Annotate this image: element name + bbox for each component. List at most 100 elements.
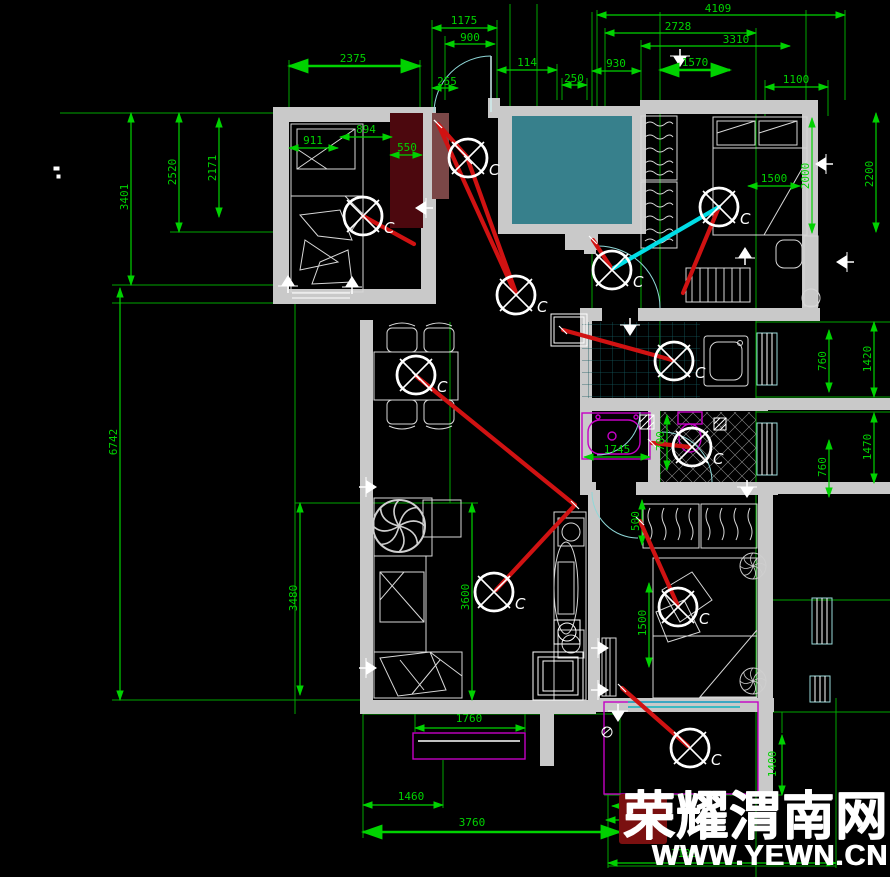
wire-origin-tick [463,155,473,165]
wire-red [619,685,691,749]
dimension-label: 550 [397,141,417,154]
furniture-layer [290,115,833,703]
light-circle [395,354,437,396]
ceiling-light-symbol: C [653,340,706,382]
tv-cabinet [553,511,587,701]
light-label: C [713,450,724,468]
wire-origin-tick [647,438,657,448]
dimension-label: 6742 [107,429,120,456]
wire-origin-tick [588,235,598,245]
light-circle [653,340,695,382]
light-circle [657,586,699,628]
dimension-label: 1420 [861,346,874,373]
toilet-inner-door-arc [661,431,713,483]
dimension-label: 1460 [398,790,425,803]
floor-speaker [532,619,584,701]
dining-set [373,322,459,430]
ceiling-light-symbol: C [657,586,710,628]
desk-and-chair [775,235,821,308]
dimension-label: 911 [303,134,323,147]
ceiling-light-symbol: C [591,249,644,291]
light-cross [595,253,629,287]
light-circle [669,727,711,769]
radiator-right-3 [811,597,833,645]
wire-origin-tick [433,119,443,129]
wire-red [649,440,693,450]
air-shaft [512,116,632,224]
watermark-site-name: 荣耀渭南网 [622,789,888,846]
light-label: C [489,161,500,179]
light-label: C [695,364,706,382]
dimension-label: 894 [356,123,376,136]
light-cross [675,430,709,464]
dimension-label: 255 [437,75,457,88]
dimension-label: 1745 [604,443,631,456]
radiator-right-1 [756,332,778,386]
light-label: C [699,610,710,628]
ceiling-light-symbol: C [671,426,724,468]
ceiling-light-symbol: C [669,727,722,769]
light-cross [399,358,433,392]
dimension-label: 3100 [671,847,698,860]
ceiling-light-symbol: C [447,137,500,179]
ceiling-light-symbol: C [698,186,751,228]
shoe-bench [685,267,751,303]
ceiling-light-symbol: C [395,354,448,396]
wire-red [360,213,417,247]
dimension-label: 3480 [287,585,300,612]
sofa [373,497,463,699]
light-label: C [633,273,644,291]
sconce-icon [835,251,855,273]
ceiling-light-symbol: C [342,195,395,237]
bathroom-tile-floor [582,322,700,398]
dimension-label: 2200 [863,161,876,188]
light-circle [495,274,537,316]
wiring-layer [358,119,724,749]
light-label: C [384,219,395,237]
light-circle [447,137,489,179]
wire-origin-tick [570,500,580,510]
dimension-label: 1500 [761,172,788,185]
column-hatch-symbols [53,166,727,738]
light-circle [671,426,713,468]
plumbing-fixtures-layer [412,411,759,795]
light-circle [342,195,384,237]
dimension-label: 1100 [783,73,810,86]
dimension-label: 1570 [682,56,709,69]
dimension-label: 1470 [861,434,874,461]
watermark: 荣耀渭南网 WWW.YEWN.CN [618,789,888,873]
wire-origin-tick [635,516,645,526]
wire-red [560,327,675,363]
washing-machine [703,335,749,387]
dimension-label: 760 [816,457,829,477]
dimension-label: 2375 [340,52,367,65]
wire-red [637,518,681,609]
wire-red [465,157,519,296]
dimension-label: 930 [606,57,626,70]
watermark-seal [618,794,667,844]
single-bed [290,123,364,293]
light-circle [473,571,515,613]
light-label: C [515,595,526,613]
wire-red [680,204,722,296]
dimension-label: 760 [816,351,829,371]
bedroom3-door-arc [591,491,639,539]
light-cross [702,190,736,224]
dimension-label: 3310 [723,33,750,46]
flue-dark [390,113,423,228]
bedroom1-window [292,292,350,299]
bay-window-left [412,732,526,760]
light-cross [661,590,695,624]
wire-origin-tick [617,683,627,693]
sofa-corner-fan [372,499,426,553]
bathroom-door-arc [597,245,661,309]
light-label: C [711,751,722,769]
radiator-right-2 [756,422,778,476]
wire-origin-tick [558,325,568,335]
dimension-label: 1400 [766,751,779,778]
ceiling-light-symbol: C [473,571,526,613]
light-cross [657,344,691,378]
dimension-label: 4109 [705,2,732,15]
